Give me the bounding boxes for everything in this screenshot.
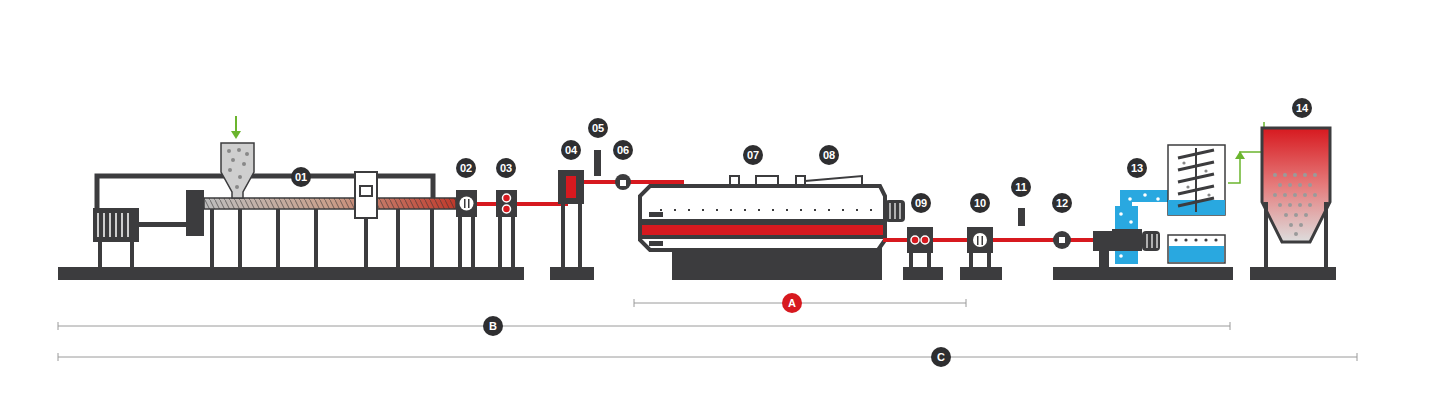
callout-number: 13	[1127, 158, 1147, 178]
callout-number: 10	[970, 193, 990, 213]
callout-number: 11	[1011, 177, 1031, 197]
callout-number: 06	[613, 140, 633, 160]
callout-number: 01	[291, 167, 311, 187]
callout-number: 03	[496, 158, 516, 178]
callout-number: 04	[561, 140, 581, 160]
callout-number: 02	[456, 158, 476, 178]
callout-number: 08	[819, 145, 839, 165]
callout-number: A	[782, 293, 802, 313]
callout-number: 12	[1052, 193, 1072, 213]
callout-number: 09	[911, 193, 931, 213]
callout-number: 07	[743, 145, 763, 165]
callout-number: 14	[1292, 98, 1312, 118]
callout-number: 05	[588, 118, 608, 138]
callout-number: C	[931, 347, 951, 367]
callout-number: B	[483, 316, 503, 336]
